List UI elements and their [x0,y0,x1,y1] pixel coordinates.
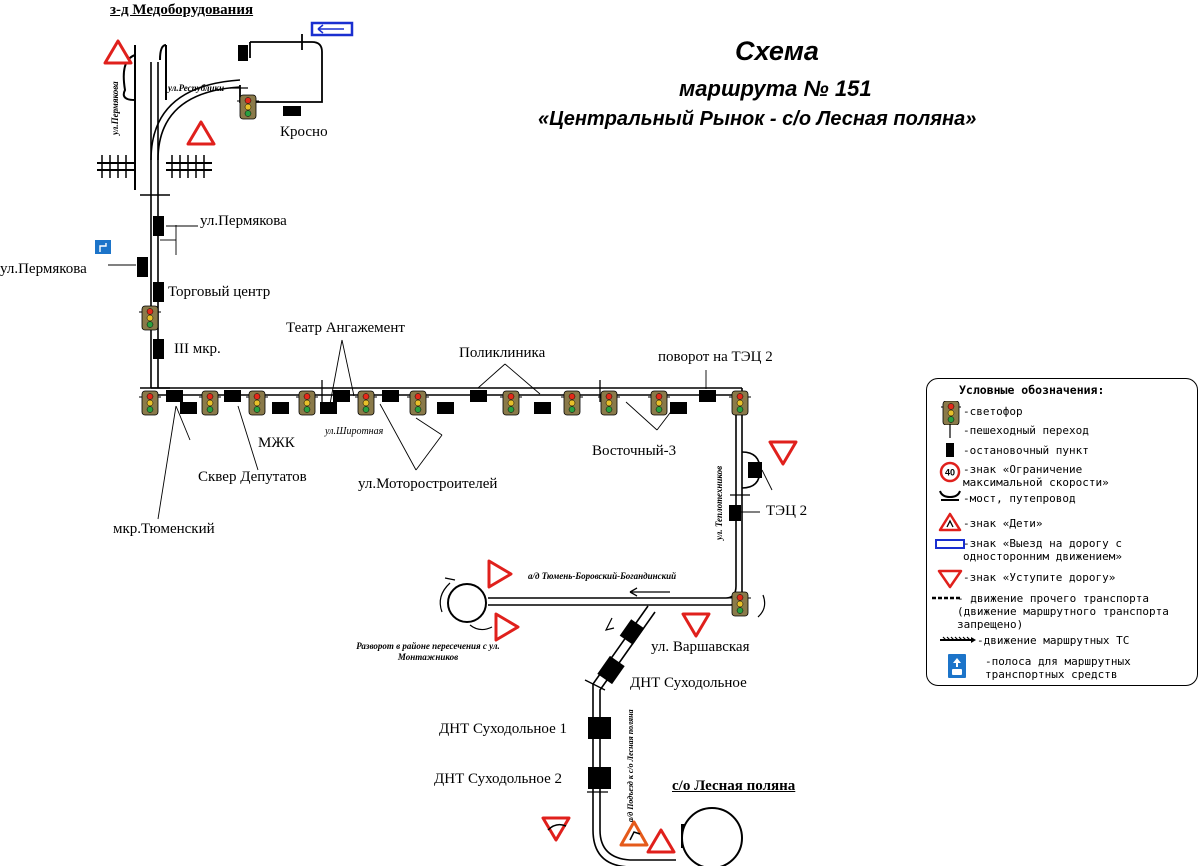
traffic-light-icon [941,401,961,425]
pedestrian-crossing-icon [949,424,951,438]
title-line1: Схема [735,36,819,66]
bus-stop-zavod [238,45,248,61]
speed-limit-sign-icon: 40 [939,461,961,483]
legend-item-give-way: -знак «Уступите дорогу» [963,571,1116,584]
label-lesnaya: с/о Лесная поляна [672,778,796,794]
label-zavod: з-д Медоборудования [110,2,254,18]
legend: Условные обозначения: -светофор -пешеход… [926,378,1198,686]
turnaround-circle [447,583,487,623]
label-iii-mkr: III мкр. [174,341,221,357]
label-razvorot: Разворот в районе пересечения с ул. Монт… [356,641,500,662]
label-tec2: ТЭЦ 2 [766,503,808,519]
label-motorostroiteley: ул.Моторостроителей [358,476,498,492]
one-way-entry-sign-icon [310,21,354,37]
legend-item-bus-stop: -остановочный пункт [963,444,1089,457]
bridge-icon [939,490,961,501]
one-way-entry-sign-legend-icon [935,539,965,549]
other-traffic-line-icon [932,596,962,600]
label-ul-teplotehnikov: ул. Теплотехников [714,465,724,540]
tec2-loop [741,451,761,489]
label-varshavskaya: ул. Варшавская [651,639,750,655]
label-mzhk: МЖК [258,435,295,451]
bus-stop-krosno [283,106,301,116]
label-torgovy: Торговый центр [168,284,271,300]
bus-lane-sign-icon [948,654,966,678]
label-dnt-suhodolnoe: ДНТ Суходольное [630,675,747,691]
label-mkr-tyumensky: мкр.Тюменский [113,521,215,537]
children-sign [619,820,649,847]
legend-item-speed-limit: -знак «Ограничение максимальной скорости… [963,463,1109,489]
label-dnt-1: ДНТ Суходольное 1 [439,721,567,737]
label-povorot: поворот на ТЭЦ 2 [658,349,773,365]
title-line3: «Центральный Рынок - с/о Лесная поляна» [538,108,977,130]
bus-stops [137,216,762,848]
label-vostochny: Восточный-3 [592,443,677,459]
route-lines [150,62,743,866]
legend-item-traffic-light: -светофор [963,405,1023,418]
children-sign-icon [938,512,962,532]
give-way-sign-icon [937,569,963,589]
label-ad-podezd: а/д Подъезд к с/о Лесная поляна [626,709,635,822]
label-ul-respubliki: ул.Республики [168,83,225,93]
label-ul-permyakova-vertical: ул.Пермякова [110,81,120,135]
legend-item-route-line: -движение маршрутных ТС [977,634,1130,647]
speed-limit-value: 40 [945,468,955,478]
label-skver: Сквер Депутатов [198,469,307,485]
legend-item-children: -знак «Дети» [963,517,1043,530]
label-ad-tyumen: а/д Тюмень-Боровский-Богандинский [528,571,677,581]
direction-arrow [629,587,670,597]
pedestrian-crossings [230,87,750,793]
legend-item-other-traffic: - движение прочего транспорта (движение … [957,592,1169,631]
roundabout-lesnaya [681,807,743,866]
bus-lane-sign [95,240,111,254]
label-permyakova-right: ул.Пермякова [200,213,287,229]
legend-title: Условные обозначения: [959,383,1105,397]
label-krosno: Кросно [280,124,328,140]
zavod-block [239,34,323,103]
route-line-icon [940,636,976,643]
label-ul-shirotnaya: ул.Широтная [325,426,384,437]
label-permyakova-left: ул.Пермякова [0,261,87,277]
turnaround-arrow-left [439,582,451,613]
legend-item-bridge: -мост, путепровод [963,492,1076,505]
legend-item-crossing: -пешеходный переход [963,424,1089,437]
label-poliklinika: Поликлиника [459,345,546,361]
title-line2: маршрута № 151 [679,76,872,101]
label-connectors [108,225,773,520]
legend-item-one-way: -знак «Выезд на дорогу с односторонним д… [963,537,1122,563]
label-teatr: Театр Ангажемент [286,320,405,336]
legend-item-bus-lane: -полоса для маршрутных транспортных сред… [985,655,1131,681]
label-dnt-2: ДНТ Суходольное 2 [434,771,562,787]
bus-stop-icon [946,443,954,457]
